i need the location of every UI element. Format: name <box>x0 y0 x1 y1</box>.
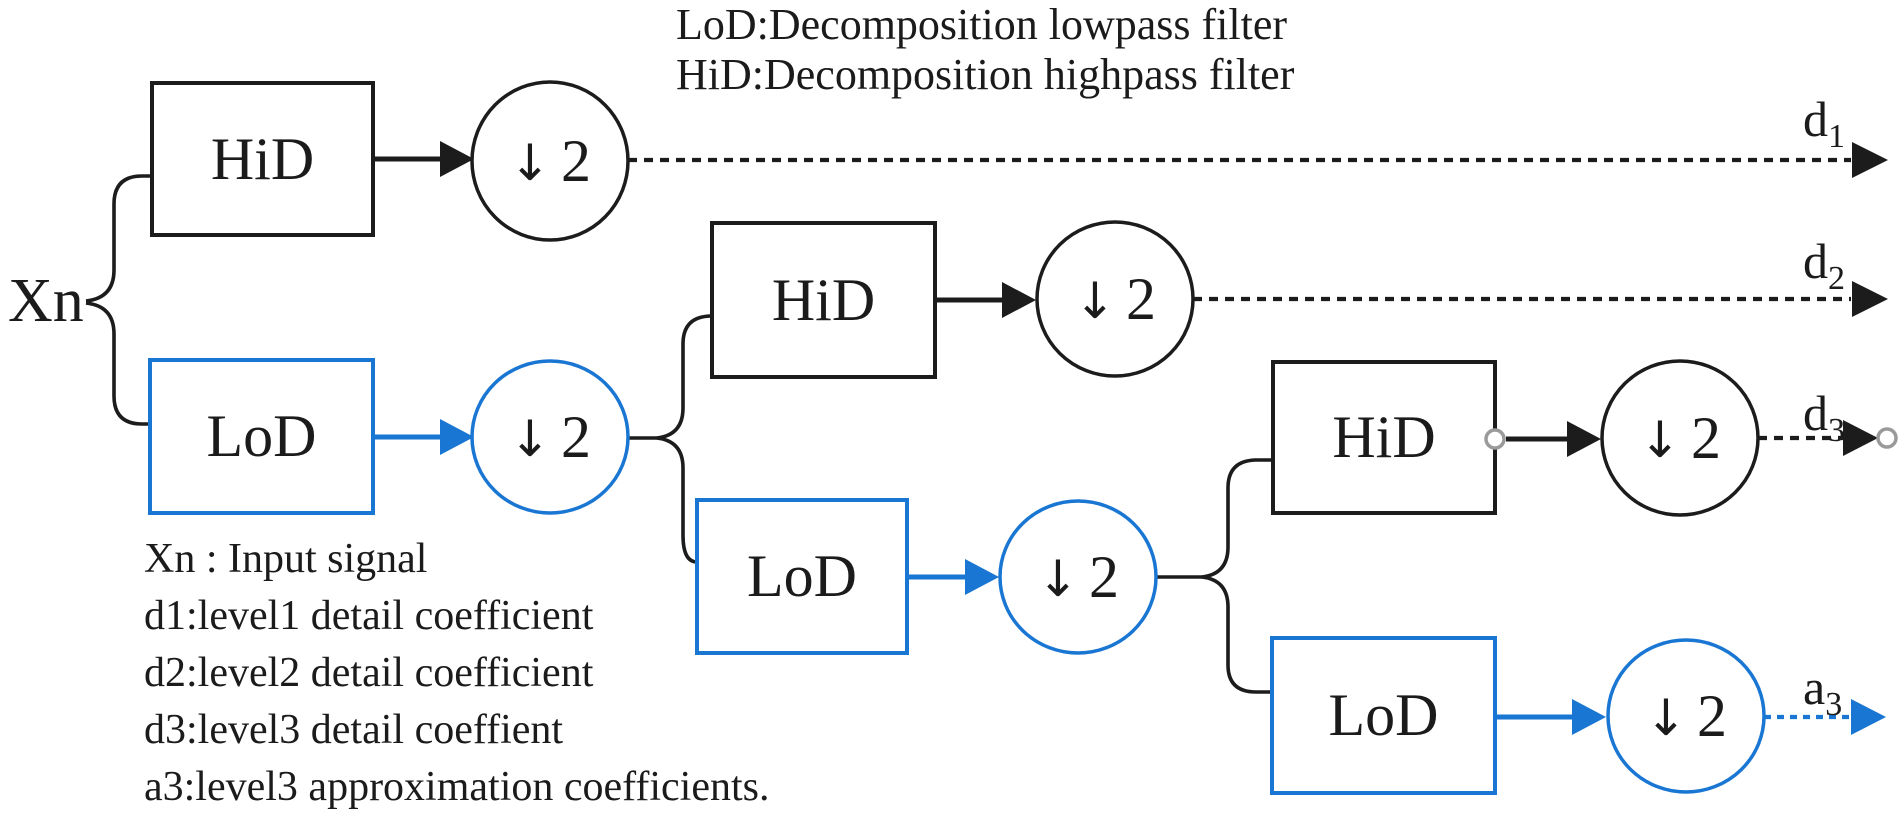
hid1-filter-label: HiD <box>210 125 315 192</box>
lod2-to-downsample-arrowhead <box>965 559 999 595</box>
downsample-factor: 2 <box>1088 543 1119 610</box>
d2-output-arrowhead <box>1852 281 1888 317</box>
level3-split-lower-connector <box>1201 575 1272 694</box>
downsample-factor: 2 <box>1696 682 1727 749</box>
downsample-label-level1-high: ↓2 <box>472 84 628 238</box>
input-split-lower-connector <box>85 301 150 426</box>
downsample-label-level1-low: ↓2 <box>472 361 628 513</box>
input-split-upper-connector <box>85 174 152 303</box>
d1-base: d <box>1803 91 1828 147</box>
a3-output-arrowhead <box>1851 699 1886 735</box>
level2-split-upper-connector <box>656 314 712 440</box>
legend-d3-coefficient: d3:level3 detail coeffient <box>144 707 564 753</box>
d1-output-label: d1 <box>1803 90 1845 154</box>
hid2-to-downsample-arrowhead <box>1002 282 1036 318</box>
lod3-filter-label: LoD <box>1328 682 1439 748</box>
lod3-filter-box <box>1270 636 1497 795</box>
lod1-filter-box <box>148 358 375 515</box>
a3-output-label: a3 <box>1803 658 1842 722</box>
header-legend-lod: LoD:Decomposition lowpass filter <box>676 0 1288 49</box>
hid3-connection-point <box>1484 428 1506 450</box>
lod1-to-downsample-arrowhead <box>440 419 474 455</box>
d2-subscript: 2 <box>1828 260 1845 297</box>
hid1-filter-box <box>150 81 375 237</box>
d3-base: d <box>1803 385 1828 441</box>
legend-a3-coefficient: a3:level3 approximation coefficients. <box>144 764 770 810</box>
downsample-circle-level2-low <box>998 499 1158 655</box>
d2-output-label: d2 <box>1803 232 1845 296</box>
level2-split-lower-connector <box>656 436 698 564</box>
d2-base: d <box>1803 233 1828 289</box>
header-legend-hid: HiD:Decomposition highpass filter <box>676 50 1295 99</box>
legend-input-signal: Xn : Input signal <box>144 536 428 582</box>
a3-base: a <box>1803 659 1826 715</box>
downsample-factor: 2 <box>1690 404 1721 471</box>
down-arrow-icon: ↓ <box>509 134 551 192</box>
down-arrow-icon: ↓ <box>1639 411 1681 469</box>
hid1-to-downsample-arrowhead <box>440 141 474 177</box>
lod3-to-downsample-arrowhead <box>1572 699 1606 735</box>
down-arrow-icon: ↓ <box>509 410 551 468</box>
d3-output-label: d3 <box>1803 384 1845 448</box>
down-arrow-icon: ↓ <box>1074 272 1116 330</box>
down-arrow-icon: ↓ <box>1645 689 1687 747</box>
d3-connection-point <box>1876 427 1898 449</box>
d3-output-arrowhead <box>1843 420 1878 456</box>
d3-subscript: 3 <box>1828 412 1845 449</box>
level3-split-upper-connector <box>1201 458 1273 579</box>
d1-output-arrowhead <box>1852 142 1888 178</box>
lod1-filter-label: LoD <box>206 403 317 469</box>
input-signal-label: Xn <box>8 267 84 335</box>
coefficient-legend: Xn : Input signal d1:level1 detail coeff… <box>144 531 770 816</box>
hid2-filter-label: HiD <box>771 266 876 333</box>
hid3-filter-label: HiD <box>1332 404 1436 470</box>
a3-subscript: 3 <box>1825 686 1843 723</box>
d1-subscript: 1 <box>1828 118 1845 155</box>
downsample-label-level3-low: ↓2 <box>1608 640 1764 792</box>
downsample-factor: 2 <box>1125 265 1156 332</box>
downsample-label-level2-low: ↓2 <box>1000 501 1156 653</box>
lod2-filter-label: LoD <box>747 543 857 609</box>
downsample-label-level2-high: ↓2 <box>1037 222 1193 376</box>
hid3-to-downsample-arrowhead <box>1567 421 1601 457</box>
down-arrow-icon: ↓ <box>1037 550 1079 608</box>
legend-d2-coefficient: d2:level2 detail coefficient <box>144 650 594 696</box>
downsample-label-level3-high: ↓2 <box>1602 361 1758 515</box>
downsample-factor: 2 <box>560 127 591 194</box>
legend-d1-coefficient: d1:level1 detail coefficient <box>144 593 594 639</box>
downsample-factor: 2 <box>560 403 591 470</box>
